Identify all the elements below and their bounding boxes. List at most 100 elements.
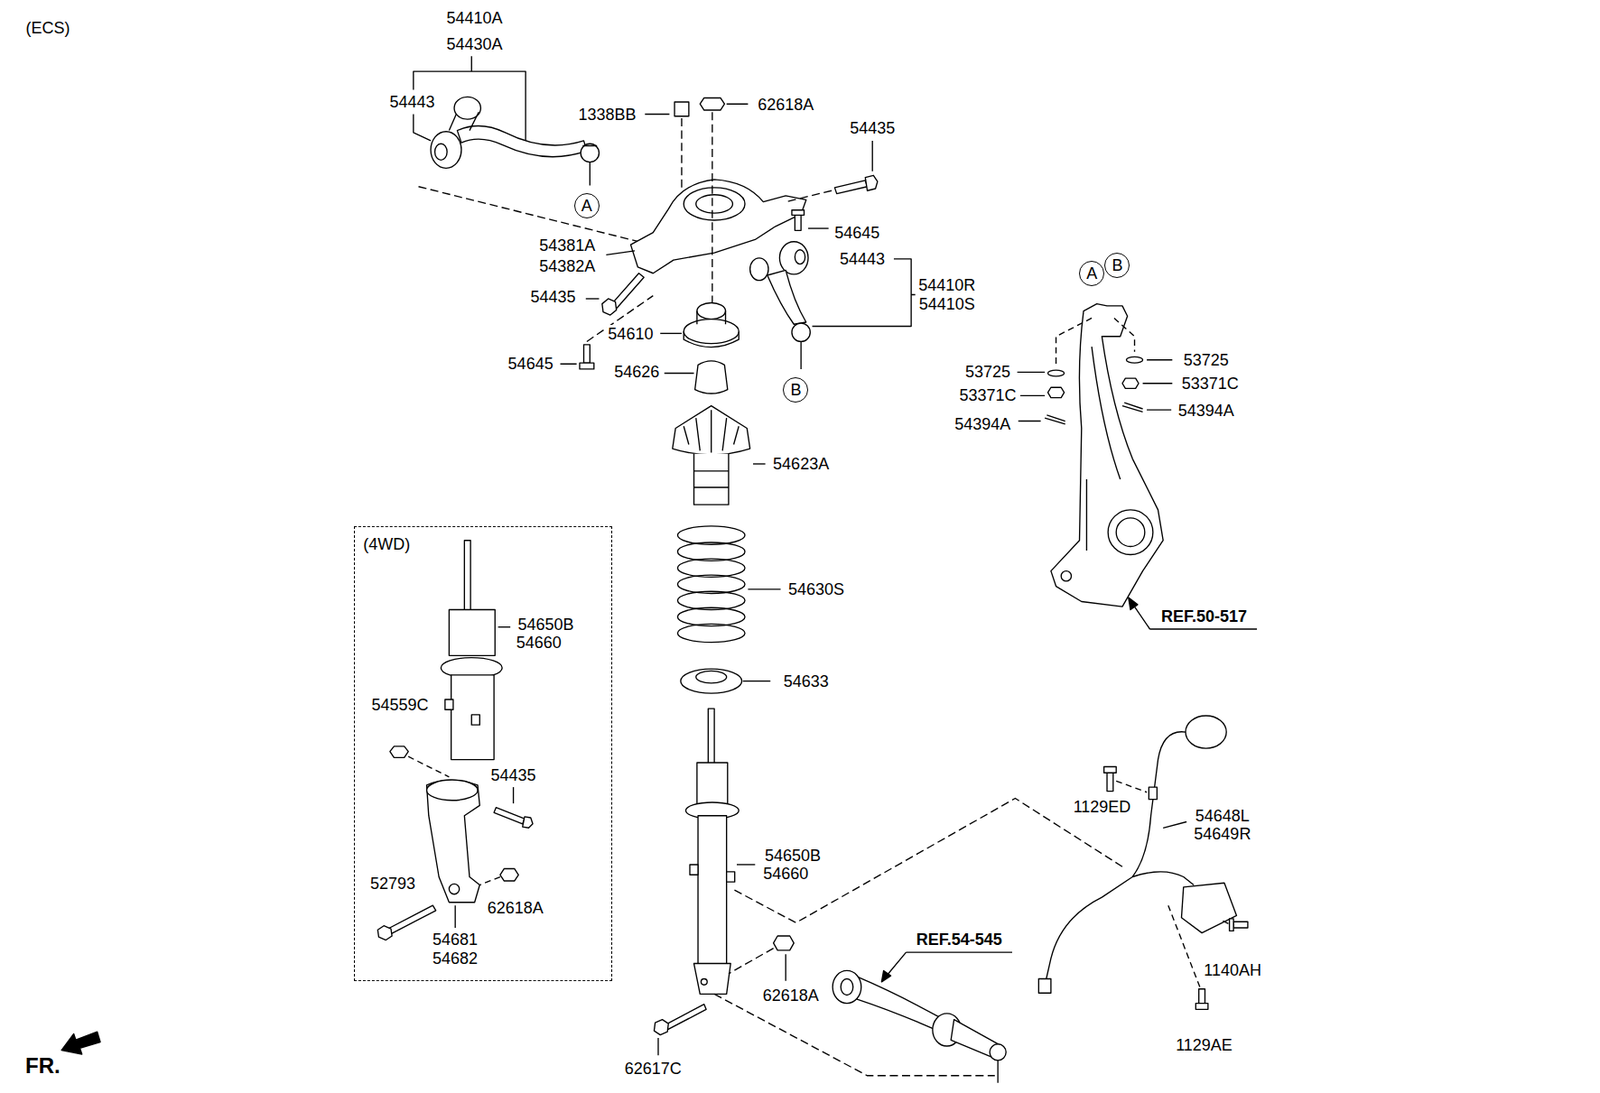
callout-number: 54435 xyxy=(529,288,577,307)
illustration-part xyxy=(736,864,755,866)
illustration-part xyxy=(794,250,805,265)
callout-number: 53371C xyxy=(1181,374,1240,393)
illustration-part xyxy=(677,526,781,643)
illustration-part xyxy=(479,877,501,886)
illustration-part xyxy=(471,715,480,726)
illustration-part xyxy=(885,952,1013,977)
callout-number: 54650B xyxy=(763,846,822,866)
illustration-part xyxy=(767,269,807,325)
callout-number: 54649R xyxy=(1192,825,1252,844)
callout-number: 54633 xyxy=(782,672,830,691)
illustration-part xyxy=(681,111,713,307)
illustration-part xyxy=(430,131,462,169)
illustration-part xyxy=(408,756,449,778)
callout-number: 54660 xyxy=(515,633,563,652)
illustration-part xyxy=(1048,387,1065,398)
circle-letter: B xyxy=(1111,256,1123,275)
illustration-part xyxy=(696,670,727,684)
reference-note: REF.54-545 xyxy=(915,930,1004,949)
callout-number: 62618A xyxy=(756,95,815,114)
illustration-part xyxy=(1051,304,1163,608)
illustration-part xyxy=(808,227,829,229)
callout-number: (ECS) xyxy=(25,18,72,38)
illustration-part xyxy=(689,865,698,875)
illustration-part xyxy=(791,210,805,216)
callout-number: 54645 xyxy=(833,223,881,242)
illustration-part xyxy=(699,97,725,111)
illustration-part xyxy=(584,344,591,363)
illustration-part xyxy=(840,978,854,996)
illustration-part xyxy=(773,936,795,951)
illustration-part xyxy=(683,409,739,453)
illustration-part xyxy=(1060,571,1071,582)
illustration-part xyxy=(750,258,769,281)
callout-number: 53725 xyxy=(964,362,1012,382)
illustration-part xyxy=(1132,604,1257,630)
illustration-part xyxy=(1195,1004,1209,1011)
illustration-part xyxy=(677,542,745,561)
illustration-part xyxy=(427,780,481,903)
illustration-part xyxy=(61,1032,101,1055)
callout-number: 54648L xyxy=(1194,807,1251,826)
illustration-part xyxy=(464,540,471,613)
callout-number: 54610 xyxy=(606,325,654,344)
illustration-part xyxy=(677,526,745,545)
illustration-part xyxy=(683,187,745,221)
callout-number: 54430A xyxy=(445,35,503,54)
illustration-part xyxy=(697,303,726,320)
callout-number: 54682 xyxy=(431,949,479,968)
callout-number: 54435 xyxy=(489,766,537,785)
illustration-part xyxy=(794,213,801,231)
illustration-part xyxy=(753,463,766,465)
illustration-part xyxy=(653,1020,669,1036)
illustration-part xyxy=(683,319,739,345)
illustration-part xyxy=(800,341,801,370)
illustration-part xyxy=(694,964,732,996)
callout-number: 54681 xyxy=(431,930,479,949)
callout-number: 54443 xyxy=(389,93,437,112)
reference-circle: A xyxy=(1079,260,1105,287)
callout-number: 54650B xyxy=(517,615,576,634)
illustration-part xyxy=(791,323,810,342)
illustration-part xyxy=(454,905,456,929)
dashed-group-box: (4WD) xyxy=(353,526,613,982)
callout-number: 53371C xyxy=(958,386,1017,405)
illustration-part xyxy=(1128,597,1138,611)
callout-number: 54394A xyxy=(1177,401,1236,420)
illustration-part xyxy=(779,241,809,275)
illustration-part xyxy=(644,103,748,114)
callout-number: 54645 xyxy=(507,354,555,373)
illustration-part xyxy=(732,799,1123,924)
illustration-part xyxy=(1185,716,1227,749)
illustration-part xyxy=(582,146,597,187)
callout-number: 62617C xyxy=(623,1060,683,1079)
reference-circle: A xyxy=(574,193,600,219)
illustration-part xyxy=(377,926,392,941)
illustration-part xyxy=(672,406,751,456)
illustration-part xyxy=(1017,360,1173,422)
callout-number: 54410R xyxy=(917,276,977,295)
illustration-part xyxy=(1162,822,1187,829)
callout-number: 54394A xyxy=(953,415,1012,434)
callout-number: 1140AH xyxy=(1202,961,1263,980)
callout-number: 54381A xyxy=(538,236,596,255)
illustration-part xyxy=(865,175,878,191)
callout-number: 1338BB xyxy=(576,105,637,124)
illustration-part xyxy=(1122,402,1144,412)
reference-circle: B xyxy=(782,377,809,403)
callout-number: 54660 xyxy=(762,865,810,884)
illustration-part xyxy=(1148,787,1157,800)
illustration-part xyxy=(1104,767,1117,774)
illustration-part xyxy=(1122,378,1139,389)
illustration-part xyxy=(697,816,727,966)
illustration-part xyxy=(435,143,448,160)
illustration-part xyxy=(785,954,787,981)
circle-letter: A xyxy=(1086,264,1098,283)
illustration-part xyxy=(500,868,519,882)
illustration-part xyxy=(61,55,1257,1084)
illustration-part xyxy=(1044,415,1066,425)
group-heading: (4WD) xyxy=(362,535,410,554)
callout-number: 54559C xyxy=(370,696,429,715)
callout-number: 54382A xyxy=(538,257,596,276)
